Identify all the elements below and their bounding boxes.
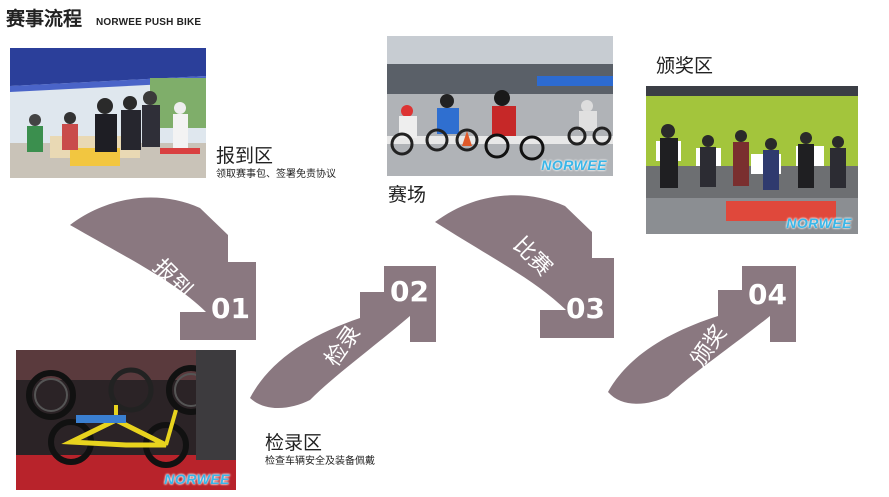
race-field-photo: NORWEE bbox=[387, 36, 613, 176]
inspection-photo: NORWEE bbox=[16, 350, 236, 490]
watermark: NORWEE bbox=[164, 471, 230, 487]
arrow-shape bbox=[608, 266, 796, 404]
check-in-area-title: 报到区 bbox=[216, 145, 274, 167]
arrow-shape bbox=[70, 197, 256, 340]
step-label: 比赛 bbox=[508, 233, 557, 282]
brand-name: NORWEE PUSH BIKE bbox=[96, 17, 202, 28]
step-label: 颁奖 bbox=[686, 321, 732, 371]
step-label: 检录 bbox=[320, 321, 366, 371]
watermark: NORWEE bbox=[541, 157, 607, 173]
inspection-area-title: 检录区 bbox=[265, 432, 323, 454]
step-number: 03 bbox=[566, 292, 605, 325]
step-number: 02 bbox=[390, 275, 429, 308]
watermark: NORWEE bbox=[786, 215, 852, 231]
step-label: 报到 bbox=[148, 255, 197, 304]
step-arrow-1: 报到 01 bbox=[70, 197, 256, 340]
awards-photo: NORWEE bbox=[646, 86, 858, 234]
step-arrow-2: 检录 02 bbox=[250, 266, 436, 408]
header: 赛事流程 NORWEE PUSH BIKE bbox=[6, 4, 201, 31]
check-in-photo bbox=[10, 48, 206, 178]
step-number: 04 bbox=[748, 278, 787, 311]
step-arrow-4: 颁奖 04 bbox=[608, 266, 796, 404]
awards-area-title: 颁奖区 bbox=[656, 55, 714, 77]
step-number: 01 bbox=[211, 292, 250, 325]
check-in-area-label: 报到区 领取赛事包、签署免责协议 bbox=[216, 145, 336, 181]
inspection-area-label: 检录区 检查车辆安全及装备佩戴 bbox=[265, 432, 375, 468]
awards-area-label: 颁奖区 bbox=[656, 55, 713, 78]
page-title: 赛事流程 bbox=[6, 8, 83, 30]
check-in-area-desc: 领取赛事包、签署免责协议 bbox=[216, 168, 336, 180]
arrow-shape bbox=[250, 266, 436, 408]
step-arrow-3: 比赛 03 bbox=[435, 195, 614, 338]
arrow-shape bbox=[435, 195, 614, 338]
race-field-title: 赛场 bbox=[388, 184, 427, 206]
inspection-area-desc: 检查车辆安全及装备佩戴 bbox=[265, 455, 375, 467]
race-field-label: 赛场 bbox=[388, 184, 426, 207]
